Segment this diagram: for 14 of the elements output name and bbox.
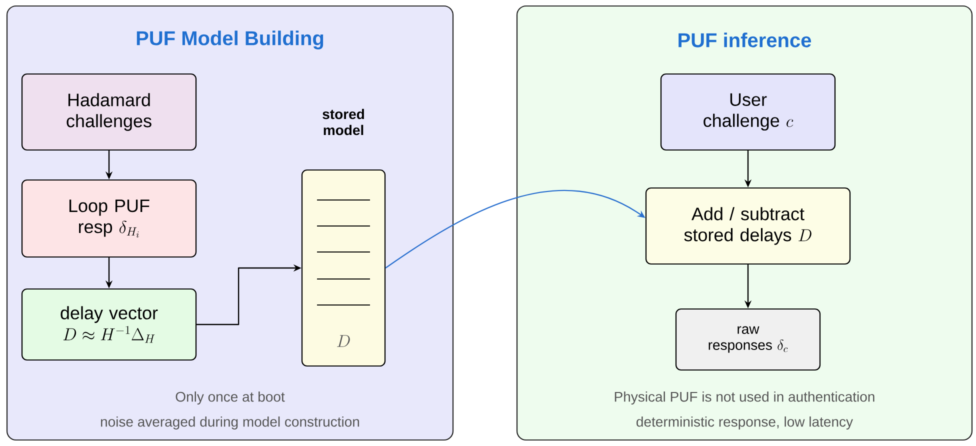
- process-box: Loop PUF resp $\delta_{H_i}$: [21, 179, 197, 258]
- panel-title: PUF Model Building: [136, 30, 324, 50]
- box-heading: stored model: [322, 108, 364, 136]
- process-box: Hadamard challenges: [21, 73, 197, 151]
- panel-note: Physical PUF is not used in authentication: [614, 391, 874, 404]
- process-box: raw responses $\delta_c$: [675, 308, 821, 371]
- panel-note: deterministic response, low latency: [636, 416, 853, 430]
- panel-note: noise averaged during model construction: [100, 416, 360, 430]
- process-box: Add / subtract stored delays $D$: [645, 187, 851, 265]
- panel-title: PUF inference: [678, 32, 812, 48]
- panel-note: Only once at boot: [176, 391, 285, 404]
- process-box: User challenge $c$: [660, 73, 836, 151]
- storage-box: stored model $D$: [301, 108, 386, 367]
- process-box: delay vector $D \approx H^{-1}\Delta_H$: [21, 288, 197, 361]
